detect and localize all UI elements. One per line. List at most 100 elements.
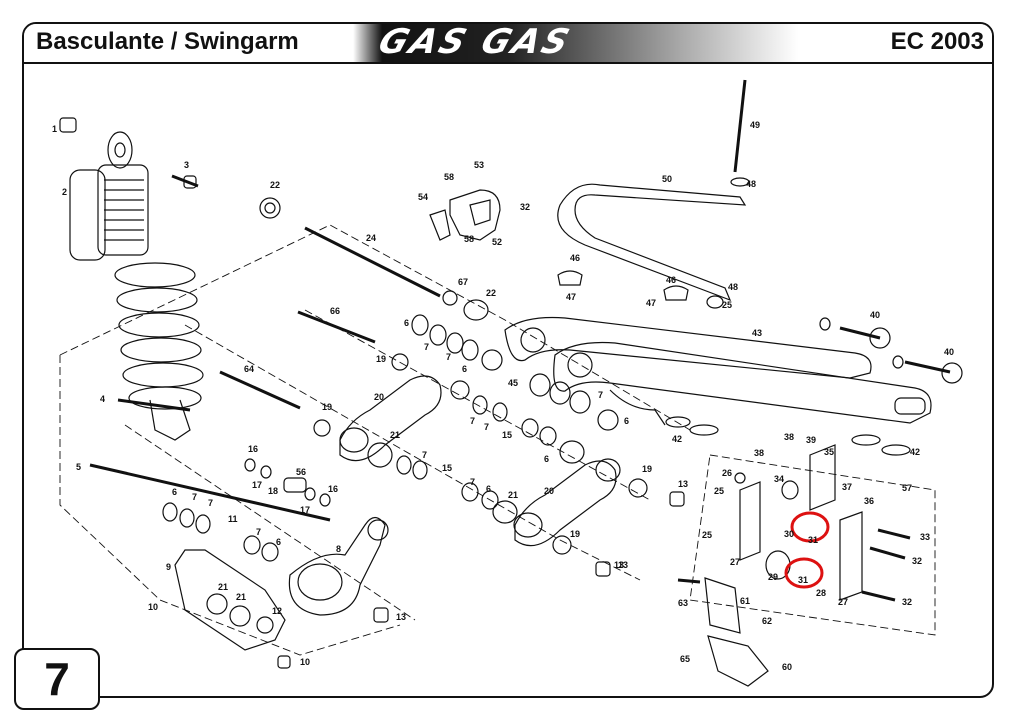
callout-7: 7 bbox=[208, 498, 213, 508]
callout-34: 34 bbox=[774, 474, 784, 484]
callout-40: 40 bbox=[944, 347, 954, 357]
callout-17: 17 bbox=[300, 505, 310, 515]
callout-30: 30 bbox=[784, 529, 794, 539]
callout-28: 28 bbox=[816, 588, 826, 598]
callout-2: 2 bbox=[62, 187, 67, 197]
callout-31: 31 bbox=[798, 575, 808, 585]
header-bar bbox=[24, 24, 992, 64]
highlight-circle-upper bbox=[790, 511, 830, 543]
callout-25: 25 bbox=[714, 486, 724, 496]
callout-7: 7 bbox=[446, 352, 451, 362]
callout-11: 11 bbox=[228, 514, 238, 524]
callout-25: 25 bbox=[722, 300, 732, 310]
callout-5: 5 bbox=[76, 462, 81, 472]
highlight-marks bbox=[784, 511, 830, 589]
callout-43: 43 bbox=[752, 328, 762, 338]
callout-7: 7 bbox=[424, 342, 429, 352]
callout-45: 45 bbox=[508, 378, 518, 388]
callout-9: 9 bbox=[166, 562, 171, 572]
callout-50: 50 bbox=[662, 174, 672, 184]
callout-56: 56 bbox=[296, 467, 306, 477]
callout-17: 17 bbox=[252, 480, 262, 490]
callout-62: 62 bbox=[762, 616, 772, 626]
callout-46: 46 bbox=[666, 275, 676, 285]
callout-25: 25 bbox=[702, 530, 712, 540]
callout-40: 40 bbox=[870, 310, 880, 320]
callout-13: 13 bbox=[618, 560, 628, 570]
callout-58: 58 bbox=[464, 234, 474, 244]
callout-21: 21 bbox=[236, 592, 246, 602]
callout-22: 22 bbox=[486, 288, 496, 298]
callout-19: 19 bbox=[642, 464, 652, 474]
callout-31: 31 bbox=[808, 535, 818, 545]
callout-labels: 1 2 3 4 5 6 6 6 6 6 6 6 7 7 7 7 7 7 7 7 … bbox=[52, 120, 954, 672]
callout-35: 35 bbox=[824, 447, 834, 457]
callout-15: 15 bbox=[442, 463, 452, 473]
callout-66: 66 bbox=[330, 306, 340, 316]
callout-37: 37 bbox=[842, 482, 852, 492]
clamps bbox=[557, 270, 689, 301]
model-label: EC 2003 bbox=[890, 28, 984, 55]
callout-21: 21 bbox=[218, 582, 228, 592]
callout-32: 32 bbox=[902, 597, 912, 607]
callout-6: 6 bbox=[172, 487, 177, 497]
callout-18: 18 bbox=[268, 486, 278, 496]
callout-15: 15 bbox=[502, 430, 512, 440]
callout-8: 8 bbox=[336, 544, 341, 554]
callout-61: 61 bbox=[740, 596, 750, 606]
page-number-box bbox=[14, 648, 100, 710]
callout-6: 6 bbox=[486, 484, 491, 494]
caliper-mounts bbox=[704, 577, 769, 687]
highlight-circle-lower bbox=[784, 557, 824, 589]
callout-20: 20 bbox=[374, 392, 384, 402]
bushings-washers bbox=[162, 175, 963, 669]
callout-38: 38 bbox=[784, 432, 794, 442]
diagram-linework bbox=[59, 79, 963, 687]
callout-7: 7 bbox=[192, 492, 197, 502]
callout-46: 46 bbox=[570, 253, 580, 263]
lower-linkage bbox=[174, 516, 389, 651]
callout-6: 6 bbox=[404, 318, 409, 328]
callout-19: 19 bbox=[322, 402, 332, 412]
callout-3: 3 bbox=[184, 160, 189, 170]
callout-39: 39 bbox=[806, 435, 816, 445]
shock-absorber bbox=[59, 117, 204, 441]
callout-13: 13 bbox=[614, 560, 624, 570]
callout-7: 7 bbox=[470, 477, 475, 487]
callout-6: 6 bbox=[624, 416, 629, 426]
callout-54: 54 bbox=[418, 192, 428, 202]
callout-48: 48 bbox=[728, 282, 738, 292]
callout-7: 7 bbox=[470, 416, 475, 426]
callout-60: 60 bbox=[782, 662, 792, 672]
callout-20: 20 bbox=[544, 486, 554, 496]
callout-10: 10 bbox=[300, 657, 310, 667]
callout-26: 26 bbox=[722, 468, 732, 478]
callout-32: 32 bbox=[520, 202, 530, 212]
callout-49: 49 bbox=[750, 120, 760, 130]
callout-32: 32 bbox=[912, 556, 922, 566]
callout-6: 6 bbox=[462, 364, 467, 374]
callout-12: 12 bbox=[272, 606, 282, 616]
dashed-guides bbox=[59, 224, 936, 656]
callout-42: 42 bbox=[910, 447, 920, 457]
callout-10: 10 bbox=[148, 602, 158, 612]
callout-21: 21 bbox=[508, 490, 518, 500]
callout-7: 7 bbox=[256, 527, 261, 537]
callout-57: 57 bbox=[902, 483, 912, 493]
callout-27: 27 bbox=[838, 597, 848, 607]
callout-6: 6 bbox=[544, 454, 549, 464]
callout-29: 29 bbox=[768, 572, 778, 582]
callout-65: 65 bbox=[680, 654, 690, 664]
callout-53: 53 bbox=[474, 160, 484, 170]
callout-48: 48 bbox=[746, 179, 756, 189]
callout-24: 24 bbox=[366, 233, 376, 243]
callout-22: 22 bbox=[270, 180, 280, 190]
callout-47: 47 bbox=[646, 298, 656, 308]
callout-33: 33 bbox=[920, 532, 930, 542]
callout-7: 7 bbox=[422, 450, 427, 460]
bolts bbox=[89, 79, 951, 602]
callout-19: 19 bbox=[570, 529, 580, 539]
callout-42: 42 bbox=[672, 434, 682, 444]
callout-4: 4 bbox=[100, 394, 105, 404]
